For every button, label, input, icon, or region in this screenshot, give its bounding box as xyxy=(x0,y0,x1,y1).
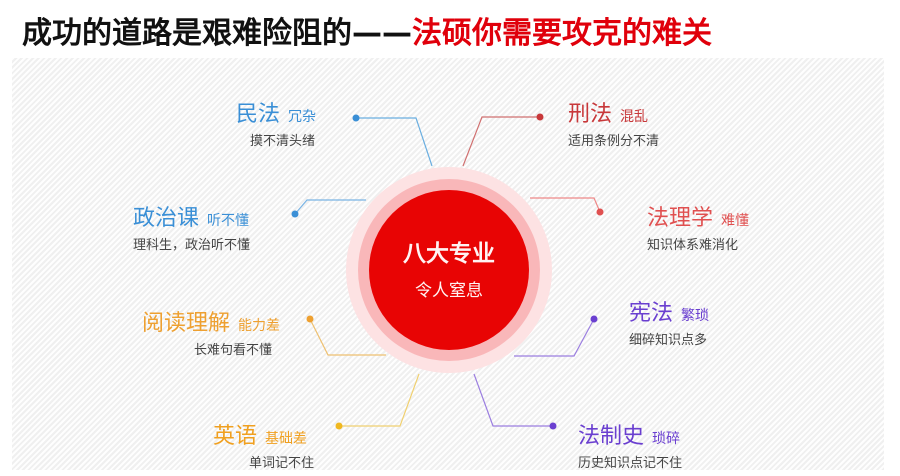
node-desc: 历史知识点记不住 xyxy=(578,456,683,471)
node-name: 法制史 xyxy=(578,424,645,449)
node-name: 阅读理解 xyxy=(142,311,231,336)
node-minfa: 民法冗杂 摸不清头绪 xyxy=(236,96,316,149)
node-tag: 繁琐 xyxy=(681,308,710,324)
node-yingyu: 英语基础差 单词记不住 xyxy=(213,418,314,471)
node-zhengzhi: 政治课听不懂 理科生，政治听不懂 xyxy=(133,200,250,253)
node-tag: 难懂 xyxy=(721,213,750,229)
node-desc: 长难句看不懂 xyxy=(194,343,273,358)
connector-falixue xyxy=(530,197,604,216)
connector-fazhishi xyxy=(473,373,557,430)
connector-xingfa xyxy=(462,113,544,167)
node-desc: 单词记不住 xyxy=(249,456,315,471)
node-tag: 冗杂 xyxy=(288,109,317,125)
node-name: 法理学 xyxy=(647,206,714,231)
node-fazhishi: 法制史琐碎 历史知识点记不住 xyxy=(578,418,682,471)
connector-minfa xyxy=(352,114,433,167)
node-name: 英语 xyxy=(213,424,258,449)
node-name: 政治课 xyxy=(133,206,200,231)
center-subtitle: 令人窒息 xyxy=(415,280,483,301)
node-xingfa: 刑法混乱 适用条例分不清 xyxy=(568,96,659,149)
center-title: 八大专业 xyxy=(403,240,495,267)
title-part-dark: 成功的道路是艰难险阻的—— xyxy=(22,16,412,51)
node-name: 民法 xyxy=(236,102,281,127)
node-tag: 琐碎 xyxy=(652,431,681,447)
connector-yuedu xyxy=(306,315,386,356)
node-desc: 摸不清头绪 xyxy=(250,134,316,149)
node-tag: 能力差 xyxy=(238,318,281,334)
node-desc: 理科生，政治听不懂 xyxy=(133,238,251,253)
node-yuedu: 阅读理解能力差 长难句看不懂 xyxy=(142,305,280,358)
page-title: 成功的道路是艰难险阻的——法硕你需要攻克的难关 xyxy=(22,12,712,56)
node-desc: 知识体系难消化 xyxy=(647,238,739,253)
connector-yingyu xyxy=(335,373,420,430)
node-name: 刑法 xyxy=(568,102,613,127)
node-tag: 听不懂 xyxy=(207,213,250,229)
connector-xianfa xyxy=(514,315,598,357)
node-name: 宪法 xyxy=(629,301,674,326)
node-desc: 细碎知识点多 xyxy=(629,333,708,348)
node-tag: 基础差 xyxy=(265,431,308,447)
node-falixue: 法理学难懂 知识体系难消化 xyxy=(647,200,749,253)
title-part-red: 法硕你需要攻克的难关 xyxy=(412,16,712,51)
node-desc: 适用条例分不清 xyxy=(568,134,660,149)
connector-zhengzhi xyxy=(291,199,366,218)
diagram-panel xyxy=(12,58,884,470)
node-tag: 混乱 xyxy=(620,109,649,125)
node-xianfa: 宪法繁琐 细碎知识点多 xyxy=(629,295,709,348)
center-circle: 八大专业 令人窒息 xyxy=(369,190,529,350)
